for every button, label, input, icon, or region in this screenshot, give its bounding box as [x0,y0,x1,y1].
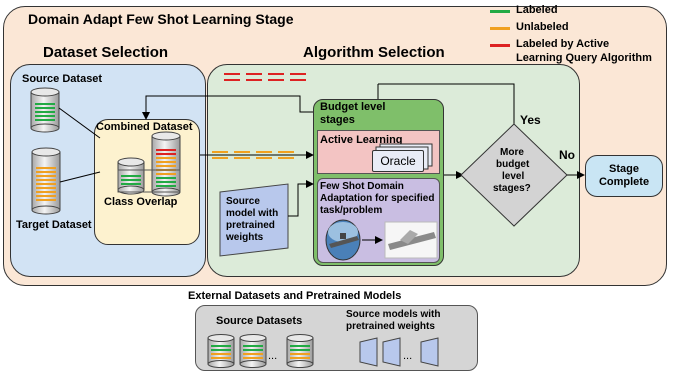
external-datasets-ellipsis: ... [268,350,278,362]
external-models-line1: Source models with [346,309,441,320]
fsda-label-line2: Adaptation for specified [320,193,435,204]
decision-yes-label: Yes [520,113,541,127]
source-dataset-label: Source Dataset [22,73,103,85]
labeled-by-active-flow [224,73,306,81]
fsda-label-line1: Few Shot Domain [320,181,404,192]
combined-dataset-label: Combined Dataset [96,121,193,133]
stage-complete-line2: Complete [598,176,650,188]
source-model-line1: Source [226,196,260,207]
stage-complete-box: Stage Complete [585,155,663,197]
decision-diamond [460,123,568,227]
source-model-line2: model with [226,208,279,219]
legend-unlabeled-label: Unlabeled [516,21,569,33]
external-model-icons [359,337,439,367]
algorithm-selection-title: Algorithm Selection [303,44,445,61]
decision-line3: level [502,171,525,182]
decision-no-label: No [559,148,575,162]
oracle-box: Oracle [372,150,424,172]
decision-line1: More [500,147,524,158]
target-dataset-icon [31,147,61,215]
legend-active-label-continued: Learning Query Algorithm [516,52,652,64]
external-models-ellipsis: ... [403,350,413,362]
legend-active-swatch [490,44,510,47]
external-title: External Datasets and Pretrained Models [188,290,402,302]
stage-title: Domain Adapt Few Shot Learning Stage [28,11,294,27]
source-model-line3: pretrained [226,220,275,231]
ship-image-icon [325,219,361,261]
class-overlap-label: Class Overlap [104,196,178,208]
combined-small-cylinder-icon [117,157,145,195]
ship-sketch-image-icon [384,221,438,259]
active-learning-label: Active Learning [320,134,403,146]
legend-active-label: Labeled by Active [516,38,610,50]
external-dataset-icons [207,334,314,368]
fsda-label-line3: task/problem [320,205,383,216]
decision-line4: stages? [493,183,531,194]
source-model-line4: weights [226,232,264,243]
combined-tall-cylinder-icon [151,131,181,197]
source-dataset-icon [30,87,60,133]
stage-complete-line1: Stage [609,163,639,175]
external-models-line2: pretrained weights [346,321,435,332]
budget-label-line1: Budget level [320,101,386,113]
legend-labeled-swatch [490,10,510,13]
decision-line2: budget [496,159,530,170]
unlabeled-flow [212,151,294,159]
budget-label-line2: stages [320,114,355,126]
external-source-datasets-label: Source Datasets [216,315,303,327]
legend-unlabeled-swatch [490,27,510,30]
source-model-icon [219,183,289,257]
class-overlap-bracket [117,169,181,193]
legend-labeled-label: Labeled [516,4,558,16]
target-dataset-label: Target Dataset [16,219,92,231]
dataset-selection-title: Dataset Selection [43,44,169,61]
